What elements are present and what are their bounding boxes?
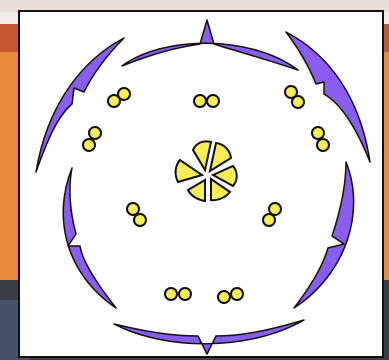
petal-top — [122, 20, 298, 70]
diagram-frame — [18, 10, 384, 358]
petal-lower-right — [294, 162, 354, 308]
ovary-carpels — [176, 141, 237, 201]
petal-lower-left — [63, 168, 116, 308]
floral-diagram — [20, 12, 386, 360]
petal-bottom — [114, 320, 304, 354]
